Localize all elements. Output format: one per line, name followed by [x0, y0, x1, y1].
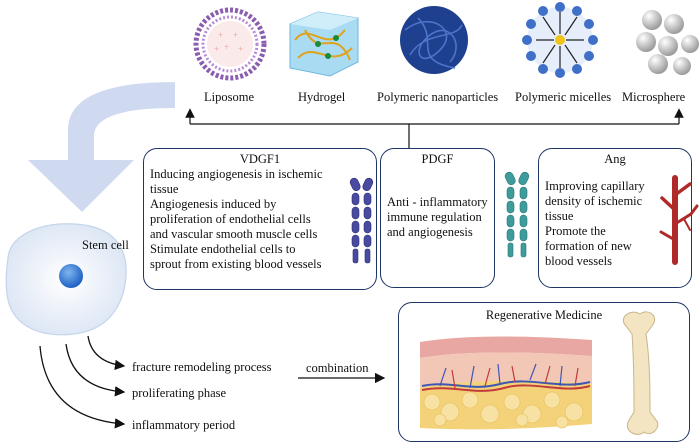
- stem-cell-label: Stem cell: [82, 238, 129, 252]
- pdgf-title: PDGF: [421, 152, 454, 166]
- vdgf1-description: Inducing angiogenesis in ischemic tissue…: [150, 167, 323, 272]
- phase-label-fracture: fracture remodeling process: [132, 360, 272, 374]
- vdgf1-title: VDGF1: [239, 152, 281, 166]
- nanoparticle-icon: [400, 6, 468, 74]
- svg-text:+: +: [218, 30, 223, 40]
- pdgf-line: Anti - inflammatory: [387, 195, 488, 209]
- carrier-label-micelles: Polymeric micelles: [515, 90, 612, 104]
- ang-description: Improving capillary density of ischemic …: [545, 179, 645, 269]
- vdgf1-line: Stimulate endothelial cells to: [150, 242, 296, 256]
- phase-label-inflammatory: inflammatory period: [132, 418, 236, 432]
- ang-box: Ang Improving capillary density of ische…: [538, 148, 692, 288]
- vdgf1-line: tissue: [150, 182, 179, 196]
- ang-line: Promote the: [545, 224, 606, 238]
- pdgf-line: and angiogenesis: [387, 225, 473, 239]
- vdgf1-box: VDGF1 Inducing angiogenesis in ischemic …: [143, 148, 377, 290]
- ang-line: formation of new: [545, 239, 632, 253]
- carrier-label-nanoparticles: Polymeric nanoparticles: [377, 90, 499, 104]
- ang-line: Improving capillary: [545, 179, 645, 193]
- ang-line: blood vessels: [545, 254, 613, 268]
- carrier-label-liposome: Liposome: [204, 90, 254, 104]
- pdgf-description: Anti - inflammatory immune regulation an…: [387, 195, 488, 240]
- receptor-teal-icon: [504, 171, 530, 258]
- vdgf1-line: sprout from existing blood vessels: [150, 257, 322, 271]
- blood-vessel-icon: [659, 175, 699, 265]
- micelle-icon: [522, 2, 598, 78]
- svg-text:+: +: [233, 30, 238, 40]
- phase-label-proliferating: proliferating phase: [132, 386, 227, 400]
- receptor-purple-icon: [349, 177, 374, 264]
- vdgf1-line: Angiogenesis induced by: [150, 197, 277, 211]
- carrier-label-hydrogel: Hydrogel: [298, 90, 346, 104]
- svg-text:+: +: [214, 44, 219, 54]
- liposome-icon: ++ +++: [193, 7, 267, 81]
- ang-line: density of ischemic: [545, 194, 643, 208]
- svg-text:+: +: [224, 42, 229, 52]
- skin-tissue-icon: [420, 336, 592, 430]
- regenerative-medicine-title: Regenerative Medicine: [485, 308, 603, 322]
- ang-line: tissue: [545, 209, 574, 223]
- vdgf1-line: proliferation of endothelial cells: [150, 212, 311, 226]
- bone-icon: [622, 311, 659, 435]
- ang-title: Ang: [604, 152, 626, 166]
- pdgf-line: immune regulation: [387, 210, 482, 224]
- hydrogel-icon: [289, 11, 359, 77]
- combination-label: combination: [306, 361, 369, 375]
- pdgf-box: PDGF Anti - inflammatory immune regulati…: [380, 148, 495, 288]
- vdgf1-line: Inducing angiogenesis in ischemic: [150, 167, 323, 181]
- vdgf1-line: and vascular smooth muscle cells: [150, 227, 318, 241]
- svg-text:+: +: [238, 44, 243, 54]
- carrier-label-microsphere: Microsphere: [622, 90, 686, 104]
- microsphere-icon: [636, 10, 699, 75]
